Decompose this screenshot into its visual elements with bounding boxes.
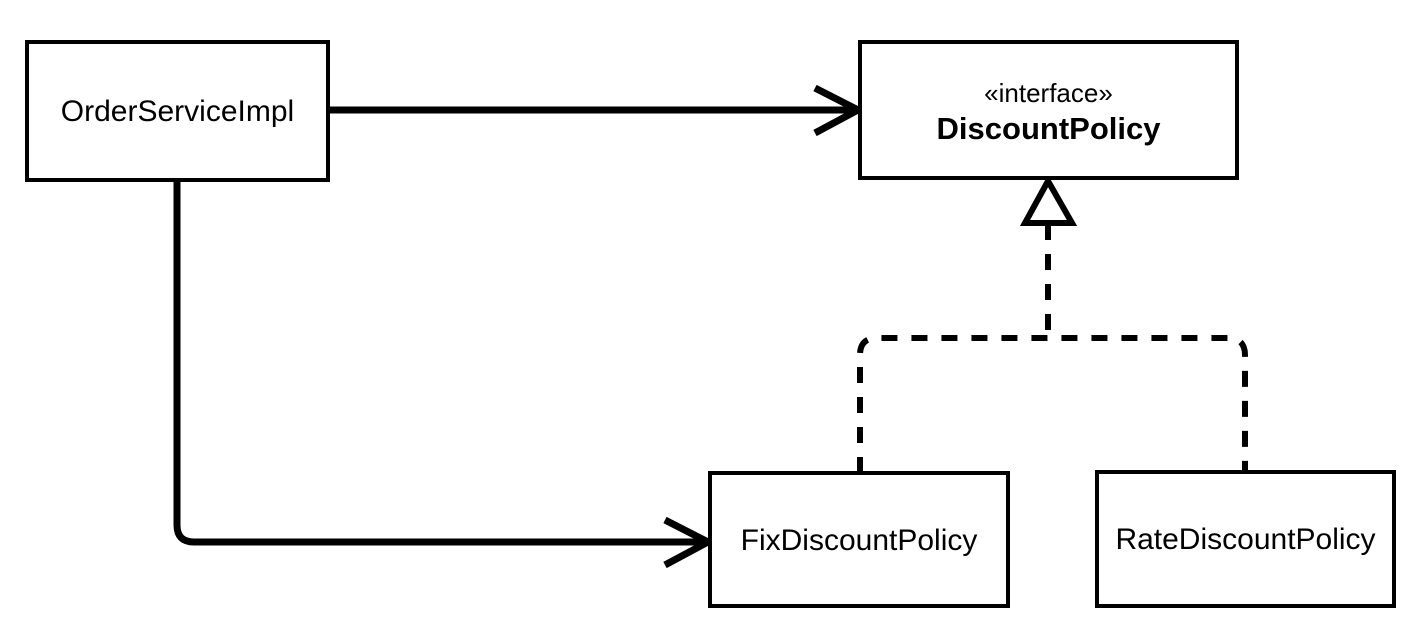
- class-node-order-service-impl[interactable]: OrderServiceImpl: [25, 40, 330, 182]
- edge-realization-bus: [857, 174, 1248, 473]
- realization-bus-line: [857, 335, 1248, 473]
- class-node-fix-discount-policy[interactable]: FixDiscountPolicy: [708, 471, 1010, 608]
- class-name-label: RateDiscountPolicy: [1115, 523, 1375, 556]
- class-name-label: FixDiscountPolicy: [741, 524, 978, 557]
- edge-ordersvc-to-fixdiscountpolicy: [173, 180, 716, 569]
- class-node-discount-policy[interactable]: «interface» DiscountPolicy: [858, 40, 1239, 180]
- class-box[interactable]: [25, 40, 330, 182]
- class-box[interactable]: [858, 40, 1239, 180]
- stereotype-label: «interface»: [984, 78, 1113, 108]
- edge-line: [173, 180, 708, 546]
- class-name-label: DiscountPolicy: [937, 111, 1162, 146]
- class-box[interactable]: [1095, 470, 1396, 608]
- class-name-label: OrderServiceImpl: [61, 95, 294, 128]
- hollow-triangle-icon: [1019, 174, 1078, 226]
- class-box[interactable]: [708, 471, 1010, 608]
- class-node-rate-discount-policy[interactable]: RateDiscountPolicy: [1095, 470, 1396, 608]
- edge-ordersvc-to-discountpolicy: [328, 84, 866, 137]
